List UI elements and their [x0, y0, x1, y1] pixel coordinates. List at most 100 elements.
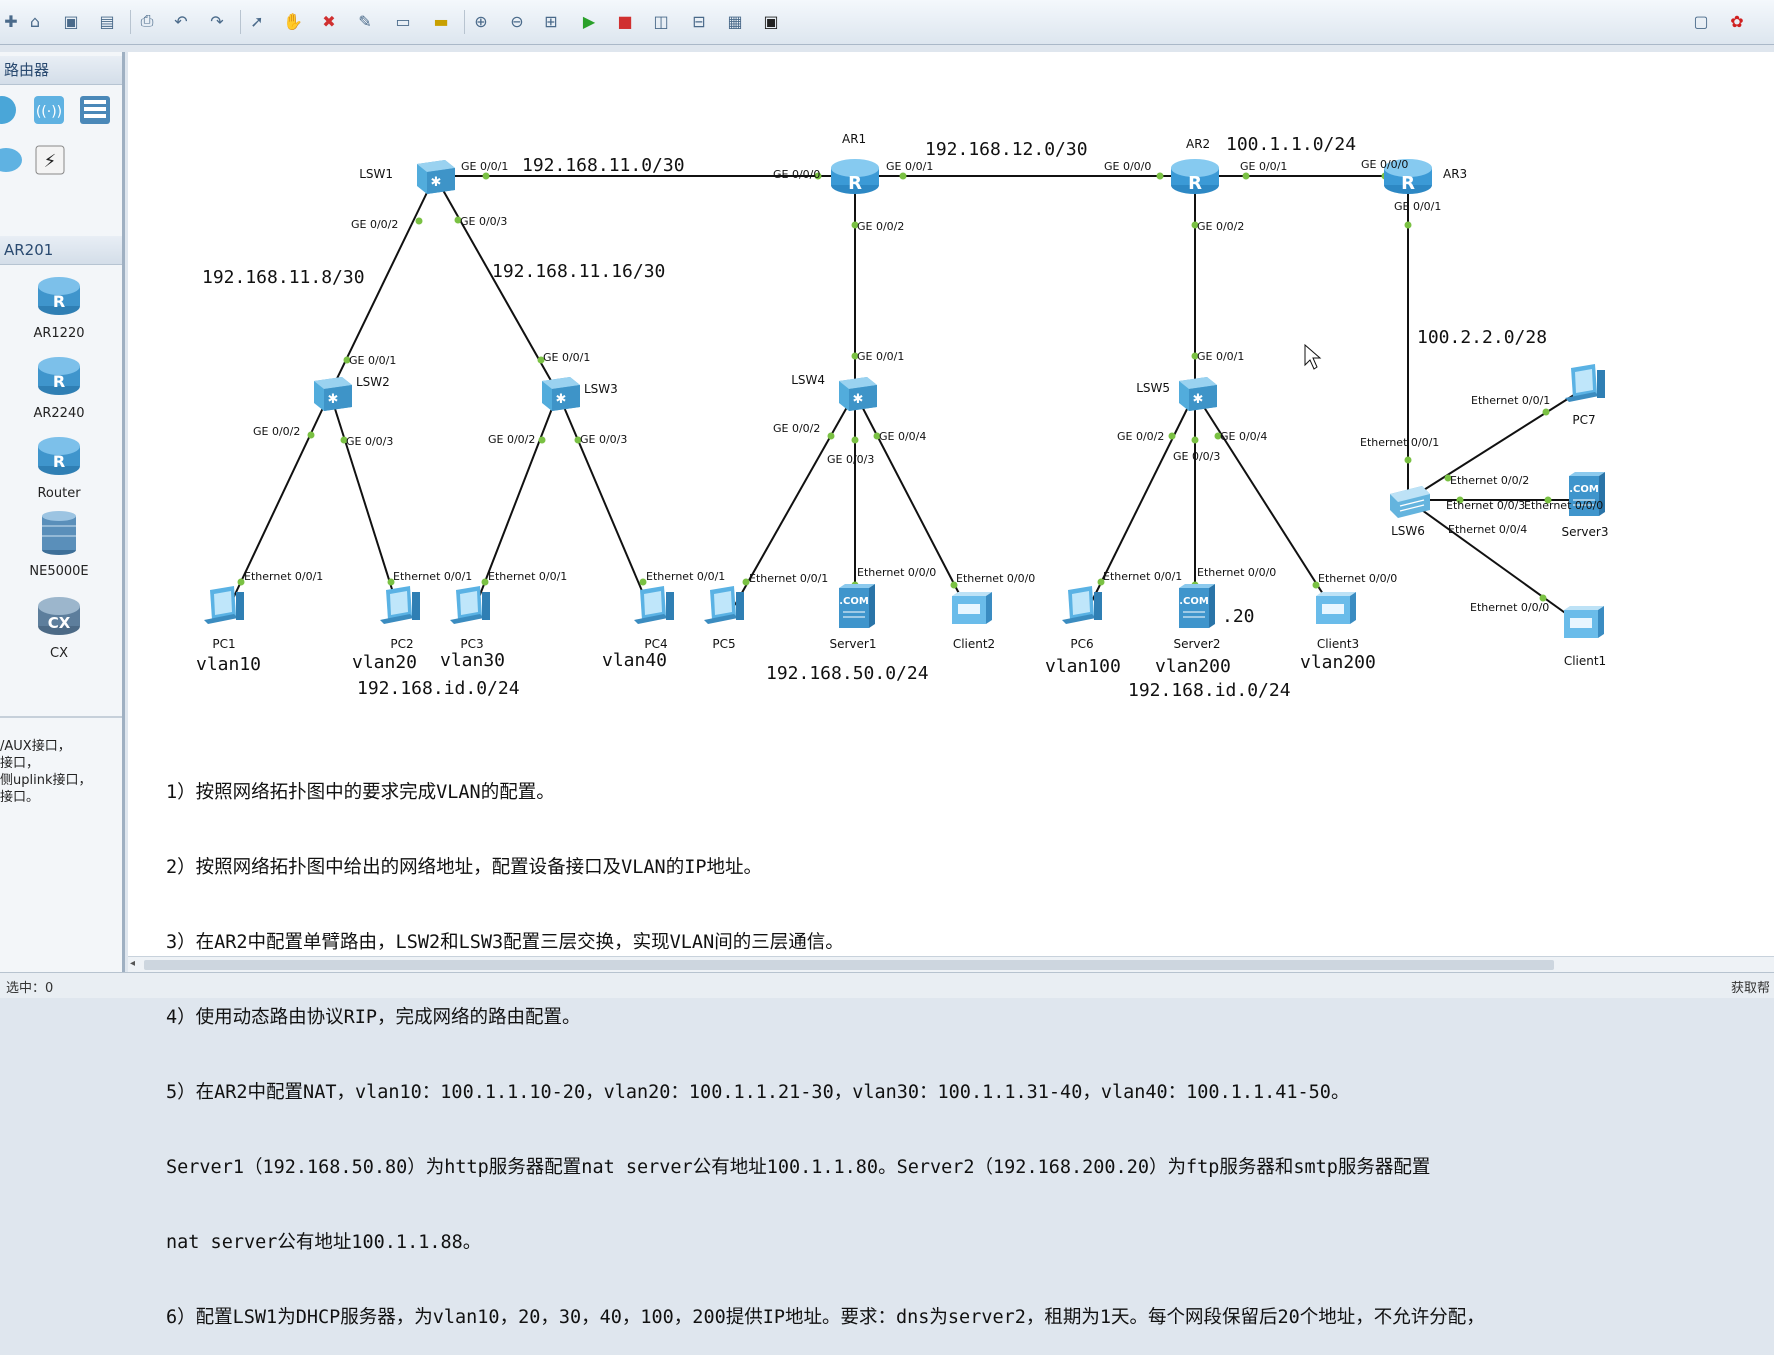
- port-label: Ethernet 0/0/1: [393, 570, 472, 583]
- link-lsw6-pc7[interactable]: [1407, 387, 1586, 501]
- switch-lsw4[interactable]: [839, 377, 877, 411]
- status-bar: 选中：0 获取帮: [0, 972, 1774, 998]
- device-ar2240[interactable]: R AR2240: [16, 352, 102, 421]
- vlan-label: vlan30: [440, 650, 505, 671]
- firewall-category-icon[interactable]: [80, 96, 110, 124]
- port-label: Ethernet 0/0/1: [646, 570, 725, 583]
- device-name: LSW3: [584, 382, 618, 396]
- horizontal-scrollbar[interactable]: ◂: [128, 956, 1774, 973]
- cx-router-icon: CX: [38, 597, 80, 635]
- device-name: PC7: [1572, 413, 1595, 427]
- select-icon[interactable]: ➚: [250, 11, 264, 31]
- scrollbar-thumb[interactable]: [144, 960, 1554, 970]
- pc-pc2[interactable]: [380, 586, 420, 624]
- port-label: GE 0/0/1: [886, 160, 933, 173]
- task-line: nat server公有地址100.1.1.88。: [166, 1232, 482, 1253]
- links: [229, 175, 1586, 621]
- delete-icon[interactable]: ✖: [322, 11, 336, 31]
- link-lsw5-pc6[interactable]: [1089, 392, 1196, 606]
- pc-pc1[interactable]: [204, 586, 244, 624]
- device-name: PC3: [460, 637, 483, 651]
- device-label: NE5000E: [29, 564, 89, 579]
- palette-subsection-title: AR201: [0, 236, 122, 265]
- print-icon[interactable]: ⎙: [140, 11, 154, 30]
- switch-lsw5[interactable]: [1179, 377, 1217, 411]
- save-as-icon[interactable]: ▤: [99, 11, 115, 31]
- message-icon[interactable]: ▢: [1693, 11, 1709, 31]
- device-cx[interactable]: CX CX: [16, 592, 102, 661]
- hand-icon[interactable]: ✋: [283, 11, 303, 31]
- core-router-icon: [42, 511, 76, 555]
- client-client2[interactable]: [952, 592, 992, 624]
- link-lsw2-pc2[interactable]: [329, 392, 398, 606]
- new-topo-icon[interactable]: ✚: [4, 11, 18, 31]
- device-label: CX: [50, 646, 68, 661]
- link-lsw1-lsw3[interactable]: [434, 175, 559, 394]
- subnet-label: 100.1.1.0/24: [1226, 134, 1356, 155]
- terminal-icon[interactable]: ▣: [763, 11, 779, 31]
- switch-lsw2[interactable]: [314, 377, 352, 411]
- device-name: AR3: [1443, 167, 1467, 181]
- help-link[interactable]: 获取帮: [1730, 981, 1770, 996]
- save-icon[interactable]: ▣: [63, 11, 79, 31]
- pc-pc5[interactable]: [704, 586, 744, 624]
- capture-icon[interactable]: ◫: [653, 11, 669, 31]
- rectangle-icon[interactable]: ▬: [433, 11, 449, 31]
- svg-text:((·)): ((·)): [36, 104, 62, 120]
- pc-pc4[interactable]: [634, 586, 674, 624]
- stop-icon[interactable]: ■: [617, 11, 633, 31]
- text-icon[interactable]: ▭: [395, 11, 411, 31]
- port-label: Ethernet 0/0/0: [1524, 499, 1603, 512]
- scroll-left-icon[interactable]: ◂: [130, 958, 136, 969]
- link-lsw5-client3[interactable]: [1194, 392, 1331, 606]
- link-category-icon[interactable]: ⚡: [35, 145, 65, 175]
- task-line: 3）在AR2中配置单臂路由，LSW2和LSW3配置三层交换，实现VLAN间的三层…: [166, 932, 844, 953]
- undo-icon[interactable]: ↶: [174, 11, 188, 31]
- device-name: PC6: [1070, 637, 1093, 651]
- zoom-out-icon[interactable]: ⊖: [510, 11, 524, 31]
- zoom-in-icon[interactable]: ⊕: [474, 11, 488, 31]
- svg-text:R: R: [53, 292, 65, 311]
- delete-all-icon[interactable]: ✎: [358, 11, 372, 31]
- device-label: AR2240: [33, 406, 85, 421]
- open-icon[interactable]: ⌂: [29, 11, 41, 31]
- link-lsw6-client1[interactable]: [1407, 499, 1576, 621]
- client-client1[interactable]: [1564, 606, 1604, 638]
- router-ar2[interactable]: [1171, 159, 1219, 194]
- switch-lsw3[interactable]: [542, 377, 580, 411]
- device-label: Router: [37, 486, 81, 501]
- server-server1[interactable]: [838, 583, 876, 629]
- device-ar1220[interactable]: R AR1220: [16, 272, 102, 341]
- start-icon[interactable]: ▶: [582, 11, 596, 31]
- huawei-logo-icon[interactable]: ✿: [1730, 11, 1744, 31]
- link-lsw3-pc3[interactable]: [475, 392, 559, 606]
- switch-lsw1[interactable]: [417, 160, 455, 194]
- port-label: GE 0/0/1: [1240, 160, 1287, 173]
- switch-lsw6[interactable]: [1389, 485, 1431, 519]
- client-client3[interactable]: [1316, 592, 1356, 624]
- wireless-category-icon[interactable]: ((·)): [34, 96, 64, 124]
- device-name: LSW1: [359, 167, 393, 181]
- topology-icon[interactable]: ⊟: [692, 11, 706, 31]
- device-router[interactable]: R Router: [16, 432, 102, 501]
- server-server2[interactable]: [1178, 583, 1216, 629]
- link-lsw3-pc4[interactable]: [557, 392, 649, 606]
- redo-icon[interactable]: ↷: [210, 11, 224, 31]
- fit-icon[interactable]: ⊞: [544, 11, 558, 31]
- port-label: GE 0/0/2: [857, 220, 904, 233]
- link-lsw2-pc1[interactable]: [229, 392, 331, 606]
- device-name: Client1: [1564, 654, 1606, 668]
- router-ar1[interactable]: [831, 159, 879, 194]
- topology-canvas[interactable]: R ✱: [128, 52, 1774, 956]
- link-lsw4-client2[interactable]: [854, 392, 966, 606]
- device-ne5000e[interactable]: NE5000E: [16, 510, 102, 579]
- subnet-label: 192.168.11.16/30: [492, 261, 665, 282]
- main-toolbar: ✚ ⌂ ▣ ▤ ⎙ ↶ ↷ ➚ ✋ ✖ ✎ ▭ ▬ ⊕ ⊖ ⊞ ▶ ■ ◫ ⊟ …: [0, 0, 1774, 45]
- link-lsw4-pc5[interactable]: [734, 392, 856, 606]
- router-category-icon[interactable]: [0, 96, 16, 124]
- device-name: Server3: [1562, 525, 1609, 539]
- grid-icon[interactable]: ▦: [727, 11, 743, 31]
- pc-pc3[interactable]: [450, 586, 490, 624]
- palette-section-title[interactable]: 路由器: [0, 56, 122, 85]
- cloud-category-icon[interactable]: [0, 148, 22, 172]
